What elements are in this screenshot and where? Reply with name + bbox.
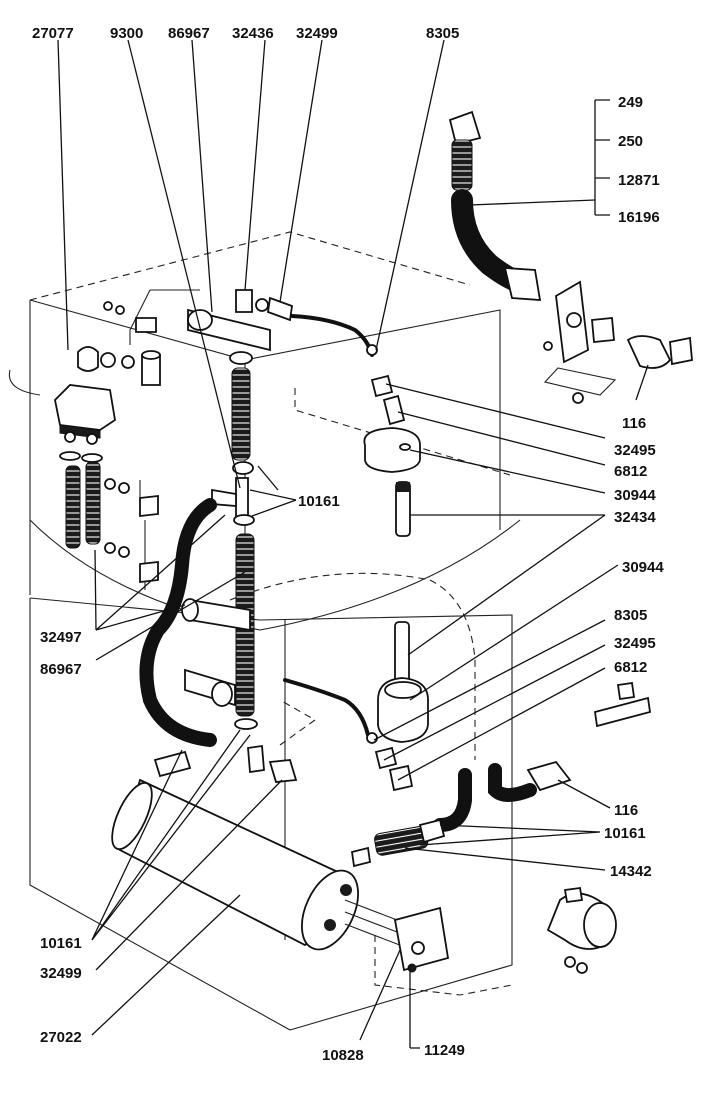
tank-heater — [111, 744, 450, 973]
label-12871: 12871 — [618, 172, 660, 189]
label-9300: 9300 — [110, 25, 143, 42]
label-27077: 27077 — [32, 25, 74, 42]
center-hoses — [139, 308, 271, 747]
label-116-top: 116 — [622, 415, 646, 432]
label-32497: 32497 — [40, 629, 82, 646]
label-10161-right: 10161 — [604, 825, 646, 842]
label-86967-lower: 86967 — [40, 661, 82, 678]
label-10161-mid: 10161 — [298, 493, 340, 510]
leader-lines — [57, 39, 649, 1049]
label-32499-lower: 32499 — [40, 965, 82, 982]
short-hoses — [65, 301, 159, 584]
label-86967-top: 86967 — [168, 25, 210, 42]
label-32434: 32434 — [614, 509, 656, 526]
label-8305-lower: 8305 — [614, 607, 647, 624]
label-27022: 27022 — [40, 1029, 82, 1046]
label-10828: 10828 — [322, 1047, 364, 1064]
label-8305-top: 8305 — [426, 25, 459, 42]
upper-tube — [235, 289, 378, 357]
label-6812-lower: 6812 — [614, 659, 647, 676]
float-assembly-lower — [283, 621, 429, 792]
inlet-hose-lower — [350, 681, 652, 868]
label-32495-lower: 32495 — [614, 635, 656, 652]
label-250: 250 — [618, 133, 643, 150]
part-labels: 27077 9300 86967 32436 32499 8305 249 25… — [32, 25, 664, 1064]
label-32436: 32436 — [232, 25, 274, 42]
label-6812-top: 6812 — [614, 463, 647, 480]
label-116-lower: 116 — [614, 802, 638, 819]
label-11249: 11249 — [424, 1042, 465, 1059]
label-30944-lower: 30944 — [622, 559, 664, 576]
label-14342: 14342 — [610, 863, 652, 880]
label-249: 249 — [618, 94, 643, 111]
label-10161-lower: 10161 — [40, 935, 82, 952]
inlet-hose-upper — [448, 110, 693, 404]
label-32499-top: 32499 — [296, 25, 338, 42]
pump-motor — [546, 886, 617, 974]
label-16196: 16196 — [618, 209, 660, 226]
label-30944-top: 30944 — [614, 487, 656, 504]
float-assembly-upper — [363, 374, 421, 537]
label-32495-top: 32495 — [614, 442, 656, 459]
thermostat-switch — [54, 346, 161, 463]
